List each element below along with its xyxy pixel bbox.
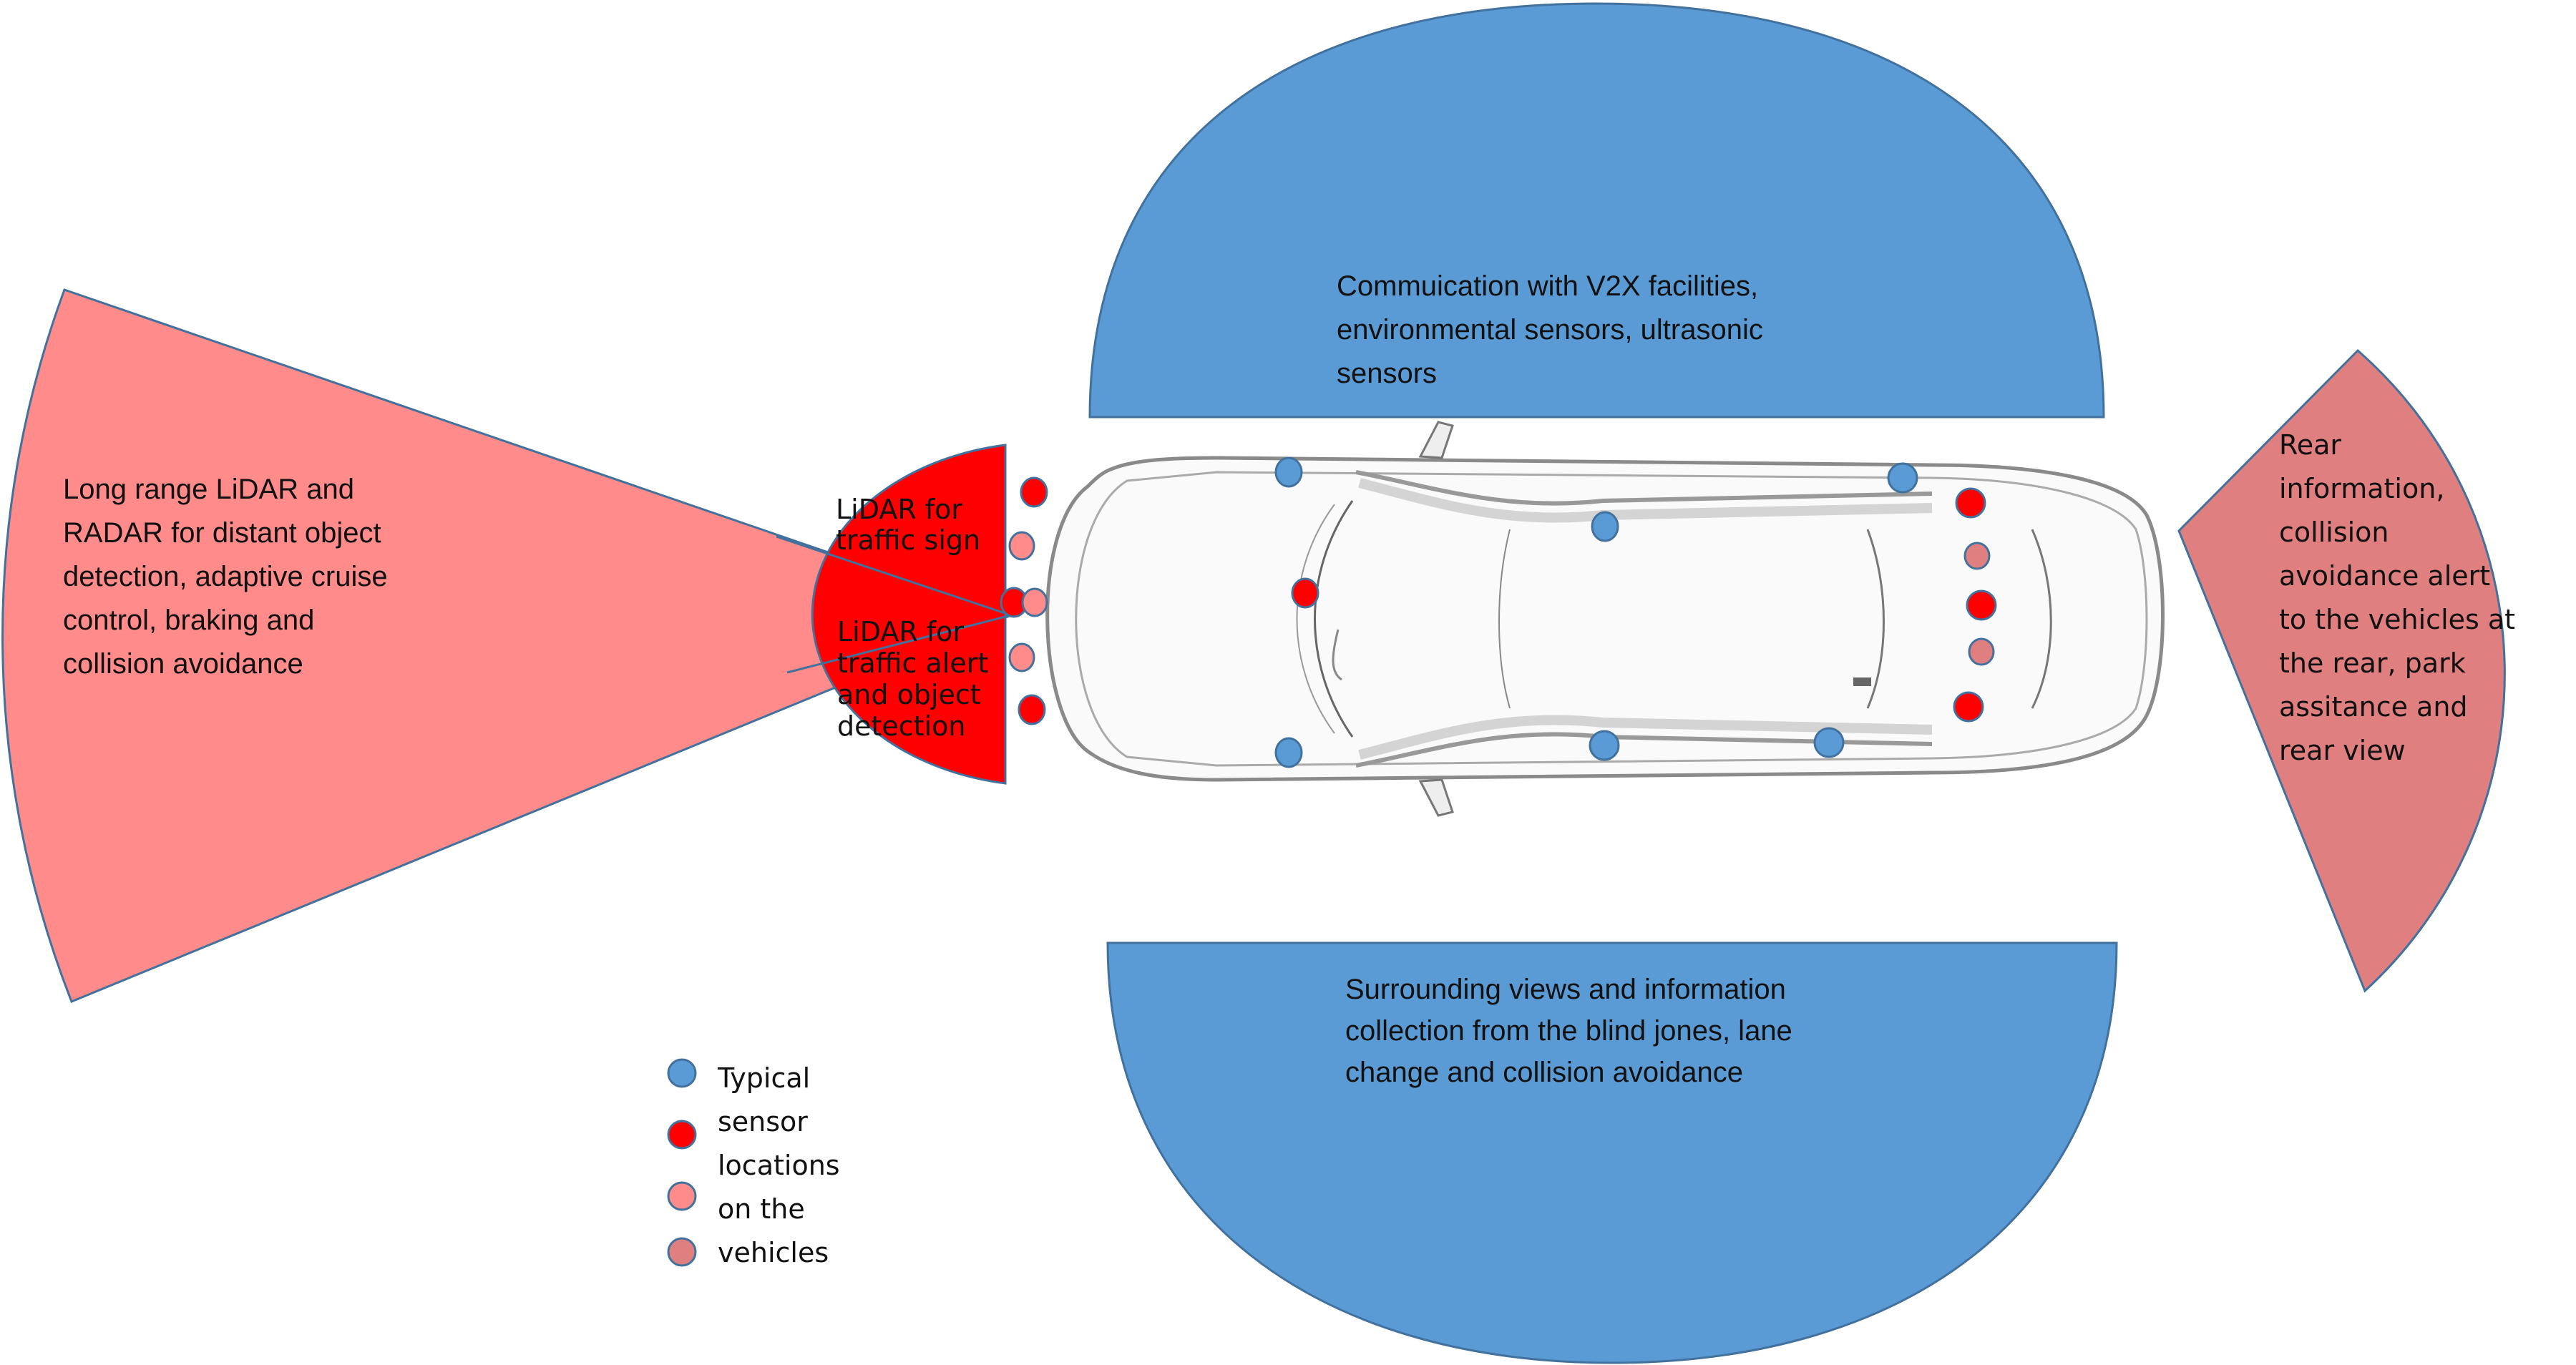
legend-line: locations (718, 1150, 840, 1181)
sensor-blue-left-mid-rail (1591, 511, 1619, 542)
rear-window-line (2031, 529, 2052, 709)
legend-marker-rose (667, 1237, 697, 1267)
label-line: traffic alert (837, 647, 988, 679)
sensor-markers (1000, 456, 1997, 768)
v2x-zone-label: Commuication with V2X facilities, enviro… (1337, 270, 1771, 389)
v2x-communication-zone (1088, 2, 2105, 419)
sensor-rose-rear-left (1963, 542, 1991, 570)
label-line: the rear, park (2279, 647, 2466, 679)
windshield-base-line (1296, 504, 1335, 734)
rear-sensing-zone (2177, 348, 2506, 993)
car-top-view (1045, 421, 2165, 817)
roof-rear-line (1866, 529, 1885, 709)
label-line: traffic sign (836, 524, 980, 556)
right-window-strip (1358, 715, 1933, 760)
sensor-blue-right-mid-rail (1589, 730, 1620, 761)
label-line: collision avoidance (63, 648, 303, 680)
label-line: and object (837, 679, 981, 710)
sensor-blue-front-left-pillar (1274, 456, 1303, 488)
right-roof-rail (1355, 732, 1933, 768)
label-line: information, (2279, 473, 2444, 504)
sensor-red-rear-left-corner (1955, 487, 1986, 519)
legend-line: Typical (717, 1062, 810, 1094)
label-line: RADAR for distant object (63, 517, 381, 549)
wiper (1332, 629, 1342, 681)
sensor-pink-front-inner (1021, 587, 1048, 617)
label-line: Commuication with V2X facilities, (1337, 270, 1758, 302)
legend-marker-pink (667, 1181, 697, 1211)
car-body-outline (1045, 456, 2165, 782)
long-range-lidar-radar-zone (1, 288, 1015, 1003)
left-roof-rail (1355, 470, 1933, 506)
legend: Typical sensor locations on the vehicles (667, 1058, 849, 1268)
surround-zone-label: Surrounding views and information collec… (1345, 974, 1800, 1088)
label-line: sensors (1337, 358, 1437, 389)
label-line: LiDAR for (837, 616, 964, 647)
lidar-traffic-alert-label: LiDAR for traffic alert and object detec… (837, 616, 997, 742)
label-line: environmental sensors, ultrasonic (1337, 314, 1763, 346)
label-line: collection from the blind jones, lane (1345, 1015, 1792, 1047)
legend-line: on the (718, 1193, 805, 1225)
sensor-blue-front-right-pillar (1274, 737, 1303, 768)
long-range-sector-edge-upper (776, 535, 1012, 617)
label-line: detection (837, 710, 965, 742)
sensor-red-front-left-corner (1020, 476, 1048, 508)
left-window-strip (1358, 478, 1933, 523)
label-line: Rear (2279, 429, 2341, 461)
sensor-red-rear-center (1966, 589, 1997, 621)
sensor-blue-left-mirror-rear (1887, 462, 1918, 494)
legend-marker-red (667, 1120, 697, 1150)
rear-zone-label: Rear information, collision avoidance al… (2279, 429, 2524, 766)
front-lidar-zone (811, 444, 1007, 785)
label-line: assitance and (2279, 691, 2468, 723)
label-line: Surrounding views and information (1345, 974, 1786, 1005)
surround-view-zone (1106, 941, 2118, 1364)
sensor-red-windshield (1291, 577, 1319, 609)
sensor-pink-front-right (1008, 642, 1035, 672)
label-line: to the vehicles at (2279, 604, 2515, 635)
long-range-sector-edge-lower (786, 614, 1012, 674)
long-range-zone-label: Long range LiDAR and RADAR for distant o… (63, 474, 396, 680)
legend-line: vehicles (718, 1237, 829, 1268)
legend-text: Typical sensor locations on the vehicles (717, 1062, 849, 1268)
legend-line: sensor (718, 1106, 808, 1138)
label-line: collision (2279, 517, 2389, 548)
car-inner-outline (1075, 471, 2148, 767)
sensor-red-front-right-corner (1018, 694, 1046, 725)
sensor-red-rear-right-corner (1953, 691, 1984, 723)
label-line: control, braking and (63, 605, 314, 636)
label-line: LiDAR for (836, 494, 962, 525)
sensor-pink-front-left (1008, 531, 1035, 561)
label-line: avoidance alert (2279, 560, 2490, 592)
lidar-traffic-sign-label: LiDAR for traffic sign (836, 494, 980, 556)
label-line: change and collision avoidance (1345, 1057, 1743, 1088)
windshield-line (1314, 500, 1354, 738)
label-line: rear view (2279, 735, 2406, 766)
right-mirror (1418, 778, 1454, 817)
sensor-rose-rear-right (1968, 637, 1995, 666)
label-line: detection, adaptive cruise (63, 561, 388, 592)
sensor-blue-right-rear-door (1813, 727, 1845, 758)
roof-antenna (1853, 677, 1871, 686)
roof-front-line (1498, 529, 1511, 709)
left-mirror (1418, 421, 1454, 459)
label-line: Long range LiDAR and (63, 474, 354, 505)
legend-marker-blue (667, 1058, 697, 1088)
